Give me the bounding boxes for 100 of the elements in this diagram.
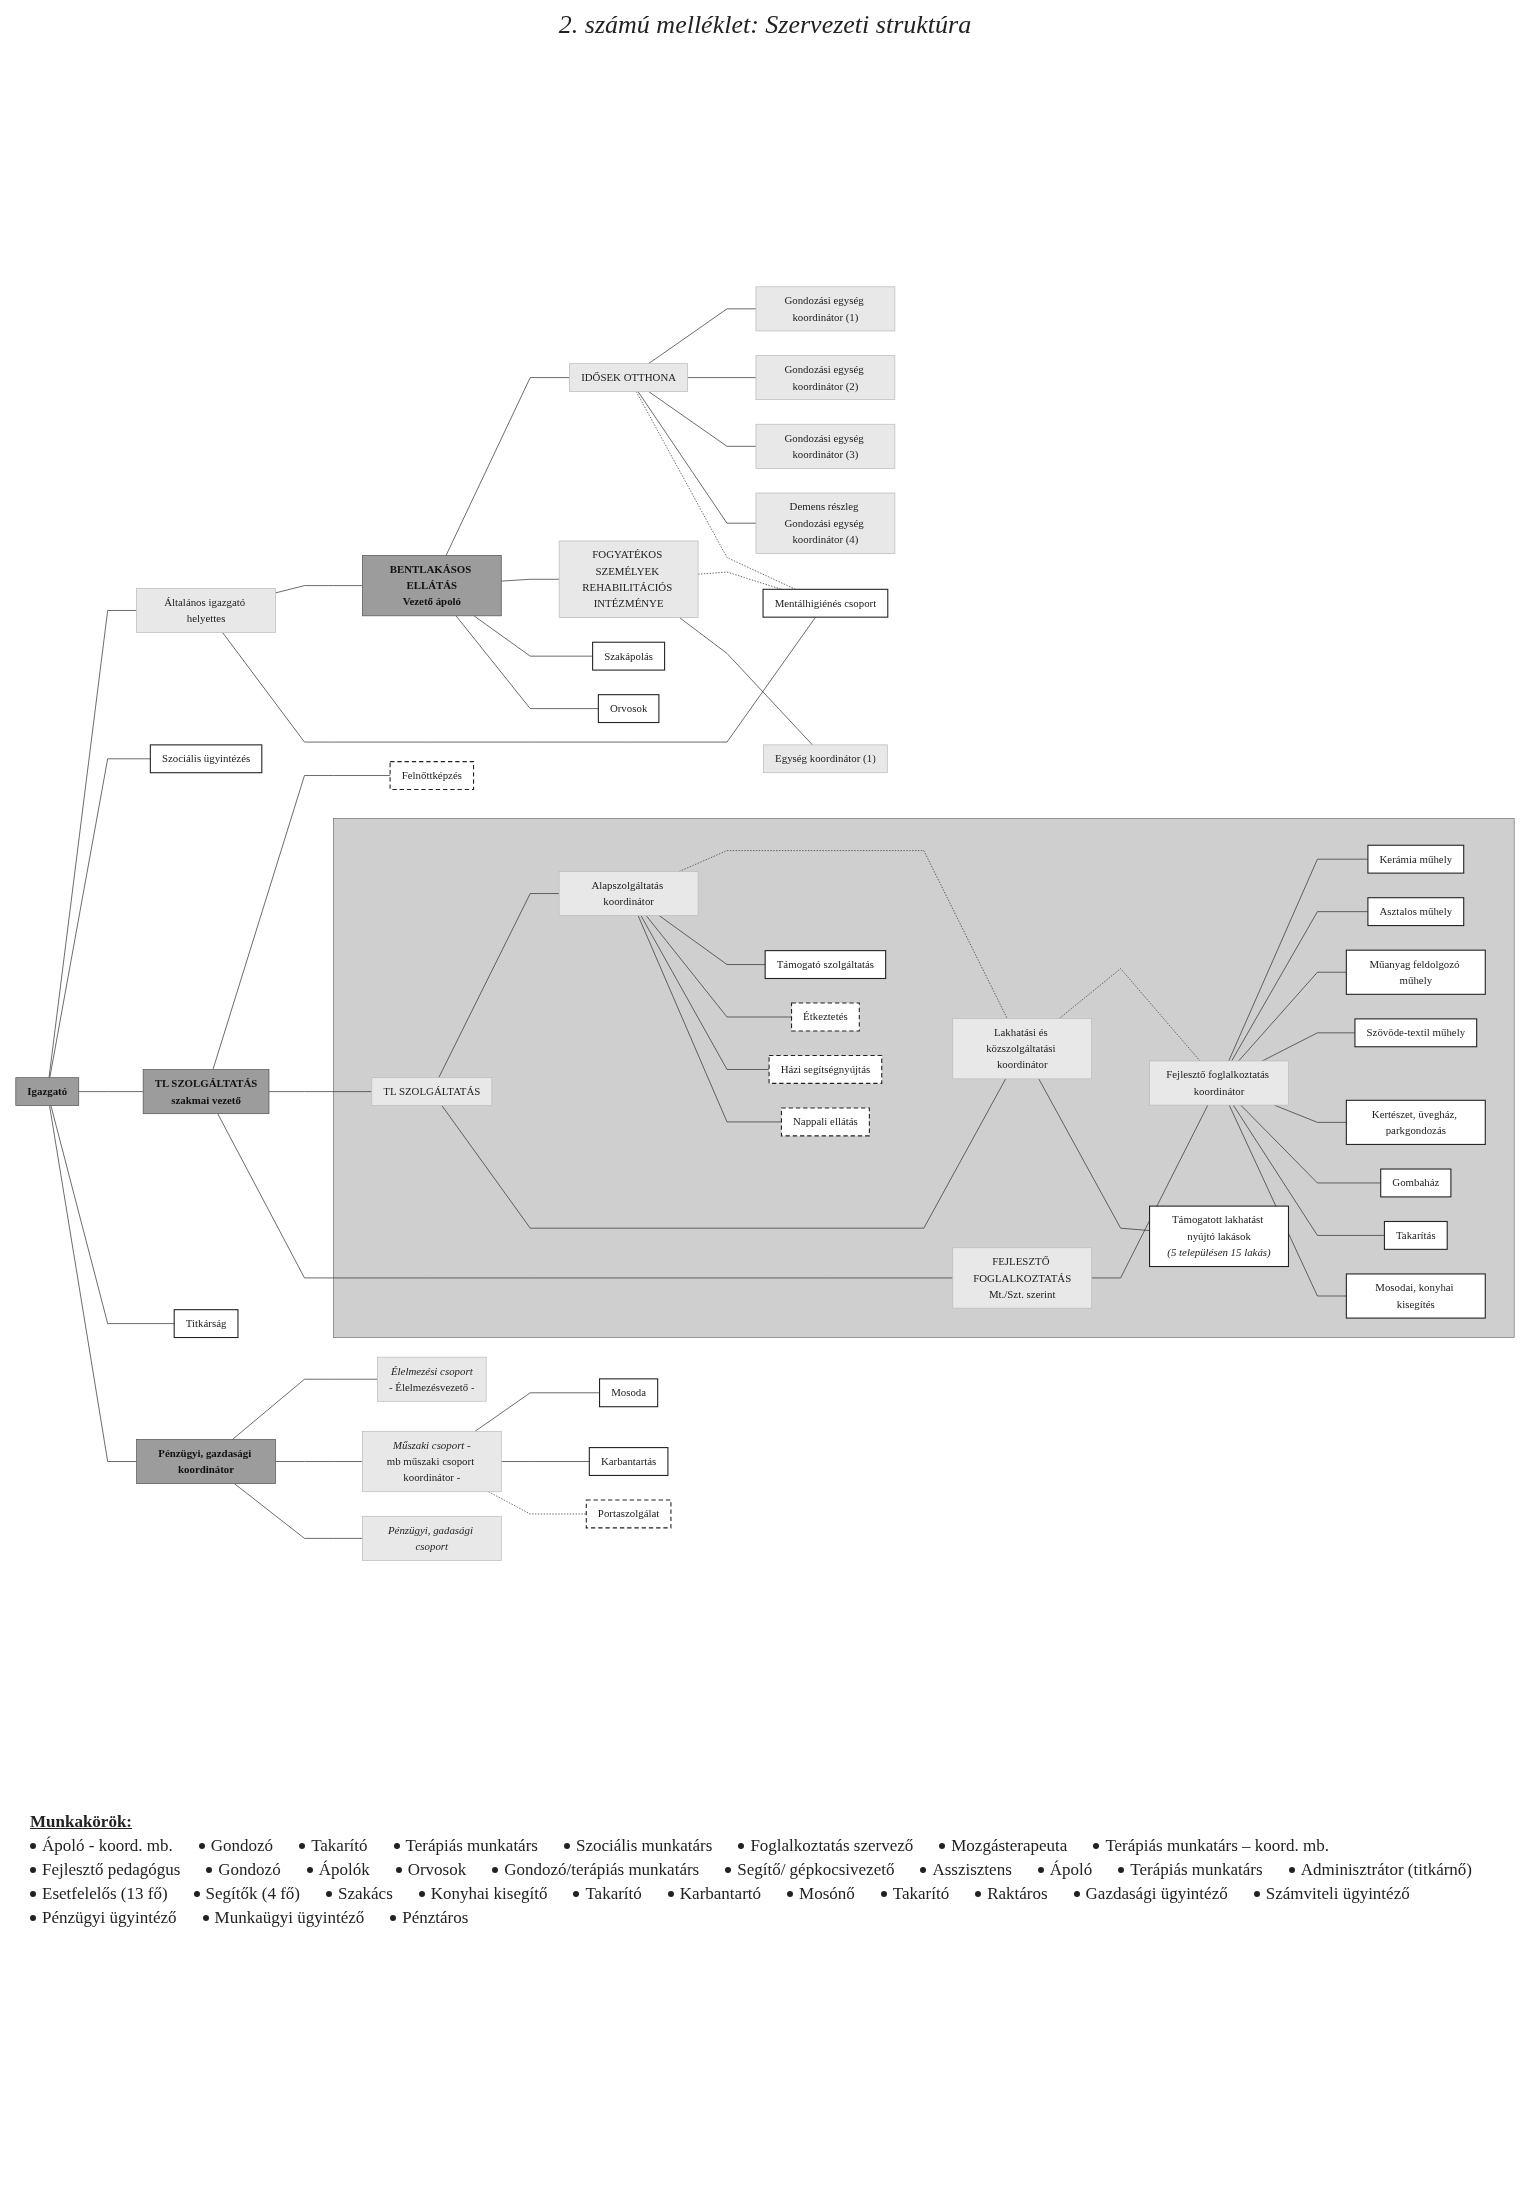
job-title: Pénzügyi ügyintéző [42, 1908, 177, 1928]
connector [687, 377, 757, 379]
job-title: Segítők (4 fő) [205, 1884, 300, 1904]
node-box: Lakhatási és közszolgáltatási koordinátor [952, 1018, 1093, 1080]
node-box: Fejlesztő foglalkoztatás koordinátor [1149, 1060, 1289, 1106]
connector [1232, 1105, 1385, 1237]
node-box: Műanyag feldolgozó műhely [1345, 950, 1486, 996]
node-box: Gombaház [1380, 1168, 1452, 1198]
connector [222, 617, 816, 743]
connector [637, 391, 757, 524]
job-title: Raktáros [987, 1884, 1048, 1904]
job-title: Adminisztrátor (titkárnő) [1300, 1860, 1473, 1880]
connector [232, 1379, 378, 1441]
node-box: TL SZOLGÁLTATÁS [371, 1077, 493, 1107]
node-box: Egység koordinátor (1) [763, 744, 888, 774]
connector [445, 377, 570, 557]
node-box: Takarítás [1383, 1221, 1448, 1251]
cluster [333, 818, 1515, 1339]
node-box: Gondozási egység koordinátor (3) [755, 424, 896, 470]
node-box: Mosoda [599, 1378, 659, 1408]
job-title: Szakács [338, 1884, 393, 1904]
node-box: BENTLAKÁSOS ELLÁTÁS Vezető ápoló [362, 555, 502, 617]
node-box: Felnőttképzés [389, 761, 475, 791]
node-box: Orvosok [597, 694, 660, 724]
node-box: Alapszolgáltatás koordinátor [558, 871, 699, 917]
connector [1238, 972, 1347, 1062]
node-box: Házi segítségnyújtás [768, 1055, 883, 1085]
job-title: Orvosok [407, 1860, 467, 1880]
connector [679, 617, 813, 746]
job-title: Karbantartó [679, 1884, 761, 1904]
connector [275, 1461, 363, 1463]
job-title: Esetfelelős (13 fő) [42, 1884, 168, 1904]
job-title: Gazdasági ügyintéző [1085, 1884, 1228, 1904]
job-title: Terápiás munkatárs – koord. mb. [1105, 1836, 1329, 1856]
node-box: Támogató szolgáltatás [764, 950, 887, 980]
node-box: Élelmezési csoport - Élelmezésvezető - [377, 1357, 487, 1402]
connector [637, 915, 782, 1123]
node-box: Kertészet, üvegház, parkgondozás [1345, 1100, 1486, 1146]
connector [1059, 968, 1201, 1062]
connector [217, 1113, 954, 1279]
node-box: Szociális ügyintézés [149, 744, 263, 774]
job-title: Terápiás munkatárs [405, 1836, 538, 1856]
connector [648, 308, 757, 365]
connector [500, 1461, 590, 1463]
node-box: Nappali ellátás [780, 1107, 870, 1137]
job-title: Mozgásterapeuta [951, 1836, 1068, 1856]
job-title: Mosónő [799, 1884, 855, 1904]
job-title: Takarító [585, 1884, 642, 1904]
node-box: IDŐSEK OTTHONA [569, 363, 689, 393]
node-box: Mosodai, konyhai kisegítés [1345, 1273, 1486, 1319]
connector [48, 610, 137, 1079]
connector [1091, 1105, 1209, 1279]
connector [50, 1105, 175, 1325]
job-title: Segítő/ gépkocsivezető [737, 1860, 895, 1880]
node-box: Pénzügyi, gadasági csoport [362, 1516, 502, 1562]
job-title: Ápoló - koord. mb. [42, 1836, 173, 1856]
node-box: Portaszolgálat [585, 1499, 672, 1529]
job-title: Asszisztens [932, 1860, 1012, 1880]
connector [441, 1078, 1006, 1229]
job-title: Takarító [311, 1836, 368, 1856]
node-box: Kerámia műhely [1367, 845, 1465, 875]
connector [474, 1392, 600, 1433]
connector [455, 615, 599, 710]
job-title: Számviteli ügyintéző [1265, 1884, 1410, 1904]
node-box: FOGYATÉKOS SZEMÉLYEK REHABILITÁCIÓS INTÉZMÉNYE [558, 540, 699, 619]
connector [233, 1483, 363, 1540]
section-heading: Munkakörök: [30, 1812, 134, 1832]
connector [635, 391, 796, 591]
node-box: Támogatott lakhatást nyújtó lakások (5 településen 15 lakás) [1149, 1205, 1289, 1268]
node-box: Demens részleg Gondozási egység koordinátor (4) [755, 493, 896, 555]
job-title: Gondozó/terápiás munkatárs [504, 1860, 700, 1880]
node-box: Műszaki csoport - mb műszaki csoport koordinátor - [362, 1431, 502, 1493]
job-title: Szociális munkatárs [575, 1836, 713, 1856]
job-title: Konyhai kisegítő [430, 1884, 548, 1904]
connector [212, 775, 391, 1071]
connector [640, 915, 770, 1071]
connector [473, 615, 593, 657]
job-title: Gondozó [218, 1860, 281, 1880]
node-box: Karbantartás [588, 1447, 669, 1477]
connector [648, 391, 757, 448]
job-title: Foglalkoztatás szervező [750, 1836, 914, 1856]
node-box: Szövöde-textil műhely [1354, 1018, 1478, 1048]
node-box: Pénzügyi, gazdasági koordinátor [136, 1439, 276, 1485]
connector [78, 1091, 144, 1093]
connector [268, 1091, 373, 1093]
connector [1038, 1078, 1150, 1232]
job-title: Ápolók [318, 1860, 370, 1880]
node-box: Mentálhigiénés csoport [762, 589, 889, 619]
job-title: Takarító [892, 1884, 950, 1904]
connector [645, 915, 792, 1018]
diagram-title: 2. számú melléklet: Szervezeti struktúra [557, 10, 973, 40]
connector [275, 585, 363, 594]
node-box: FEJLESZTŐ FOGLALKOZTATÁS Mt./Szt. szerint [952, 1247, 1093, 1309]
job-title: Pénztáros [402, 1908, 469, 1928]
connector [49, 758, 151, 1079]
node-box: Igazgató [15, 1077, 80, 1107]
node-box: Általános igazgató helyettes [136, 588, 276, 634]
job-title: Fejlesztő pedagógus [42, 1860, 181, 1880]
job-title: Ápoló [1049, 1860, 1093, 1880]
job-title: Gondozó [210, 1836, 274, 1856]
